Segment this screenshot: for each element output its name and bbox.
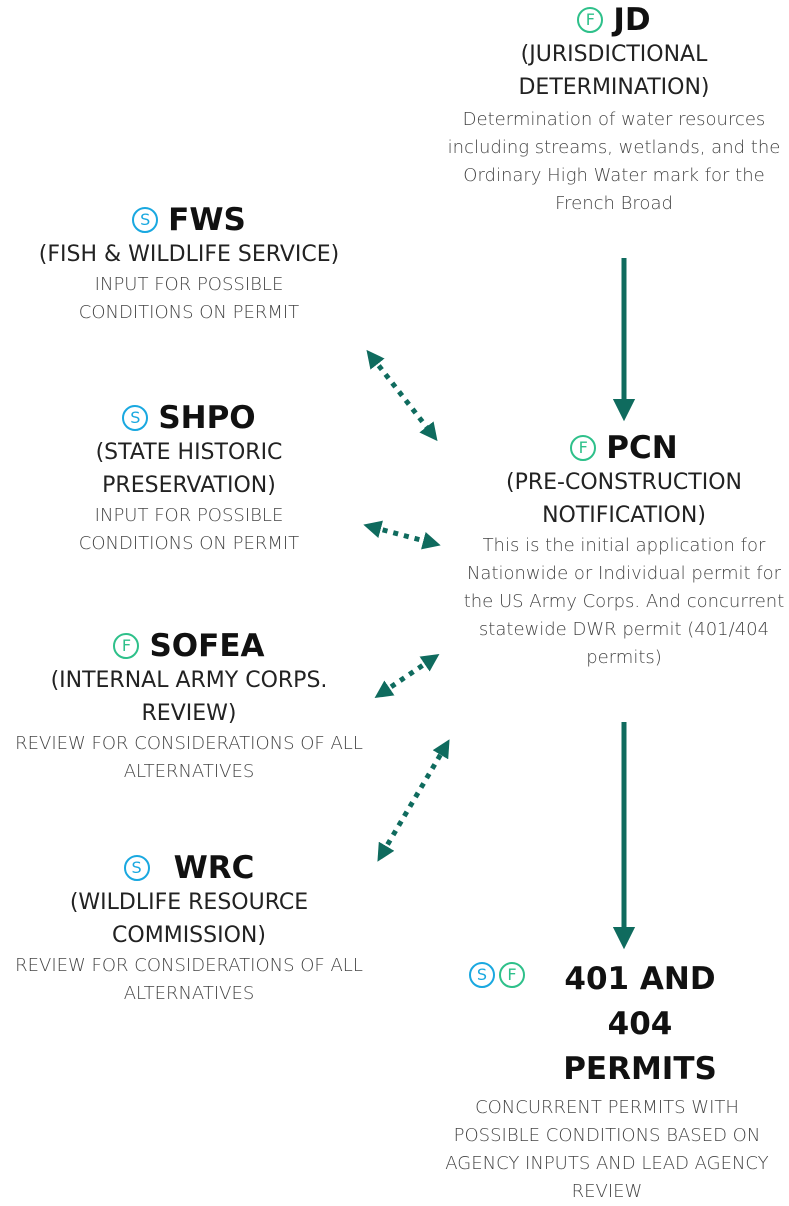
jd-description: Determination of water resources includi… <box>447 109 781 214</box>
permits-description: CONCURRENT PERMITS WITH POSSIBLE CONDITI… <box>445 1097 769 1202</box>
wrc-node: S WRC (WILDLIFE RESOURCE COMMISSION) REV… <box>0 850 378 1008</box>
pcn-heading: F PCN <box>440 430 789 466</box>
federal-badge-icon: F <box>113 633 140 659</box>
jd-subtitle: (JURISDICTIONAL DETERMINATION) <box>518 42 710 100</box>
sofea-heading: F SOFEA <box>0 628 378 664</box>
fws-node: S FWS (FISH & WILDLIFE SERVICE) INPUT FO… <box>0 202 378 327</box>
arrow-wrc-pcn <box>377 739 450 862</box>
permits-heading: S F 401 AND 404 PERMITS <box>428 957 786 1092</box>
fws-title: FWS <box>168 202 246 238</box>
permits-title: 401 AND 404 PERMITS <box>563 961 717 1087</box>
pcn-node: F PCN (PRE-CONSTRUCTION NOTIFICATION) Th… <box>440 430 789 672</box>
permits-node: S F 401 AND 404 PERMITS CONCURRENT PERMI… <box>428 957 786 1206</box>
shpo-heading: S SHPO <box>0 400 378 436</box>
sofea-description: REVIEW FOR CONSIDERATIONS OF ALL ALTERNA… <box>15 733 363 782</box>
jd-heading: F JD <box>434 2 789 38</box>
arrow-shpo-pcn <box>363 520 441 550</box>
sofea-node: F SOFEA (INTERNAL ARMY CORPS. REVIEW) RE… <box>0 628 378 786</box>
wrc-description: REVIEW FOR CONSIDERATIONS OF ALL ALTERNA… <box>15 955 363 1004</box>
jd-title: JD <box>613 2 651 38</box>
fws-heading: S FWS <box>0 202 378 238</box>
federal-badge-icon: F <box>499 962 525 988</box>
arrow-fws-pcn <box>366 349 438 442</box>
shpo-subtitle: (STATE HISTORIC PRESERVATION) <box>95 440 283 498</box>
state-badge-icon: S <box>132 207 159 233</box>
arrow-sofea-pcn <box>374 653 440 699</box>
wrc-title: WRC <box>173 850 255 886</box>
arrows-layer <box>363 258 636 950</box>
shpo-title: SHPO <box>158 400 256 436</box>
fws-description: INPUT FOR POSSIBLE CONDITIONS ON PERMIT <box>78 274 300 323</box>
pcn-description: This is the initial application for Nati… <box>463 535 785 668</box>
state-badge-icon: S <box>122 405 149 431</box>
sofea-subtitle: (INTERNAL ARMY CORPS. REVIEW) <box>50 668 328 726</box>
state-badge-icon: S <box>123 855 150 881</box>
wrc-subtitle: (WILDLIFE RESOURCE COMMISSION) <box>69 890 309 948</box>
sofea-title: SOFEA <box>149 628 265 664</box>
federal-badge-icon: F <box>570 435 597 461</box>
state-badge-icon: S <box>469 962 495 988</box>
fws-subtitle: (FISH & WILDLIFE SERVICE) <box>38 242 340 267</box>
pcn-subtitle: (PRE-CONSTRUCTION NOTIFICATION) <box>506 470 742 528</box>
jd-node: F JD (JURISDICTIONAL DETERMINATION) Dete… <box>434 2 789 218</box>
shpo-description: INPUT FOR POSSIBLE CONDITIONS ON PERMIT <box>78 505 300 554</box>
shpo-node: S SHPO (STATE HISTORIC PRESERVATION) INP… <box>0 400 378 558</box>
wrc-heading: S WRC <box>0 850 378 886</box>
federal-badge-icon: F <box>577 7 604 33</box>
pcn-title: PCN <box>606 430 678 466</box>
